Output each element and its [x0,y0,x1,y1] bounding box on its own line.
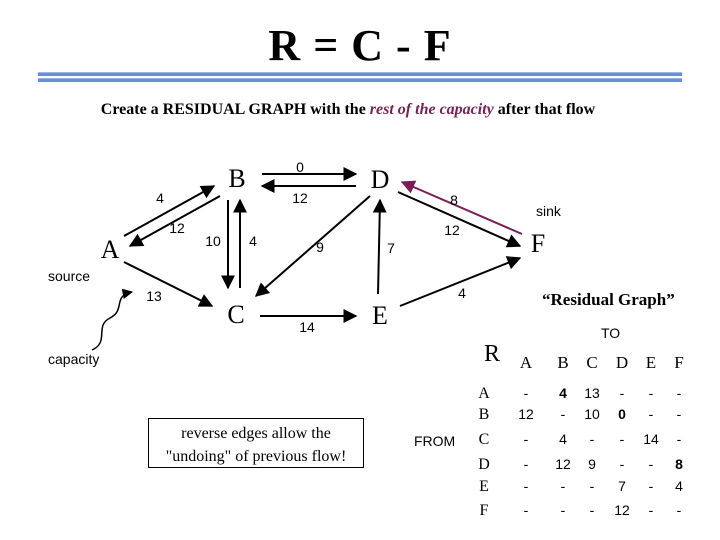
edge-d-c [254,195,371,297]
label-d-e: 7 [387,240,395,256]
capacity-pointer [91,288,134,351]
matrix-col-b: B [557,353,568,372]
label-c-e: 14 [299,319,315,335]
node-c: C [227,300,244,329]
label-a-b-top: 4 [156,190,164,206]
matrix-cell: - [524,456,529,472]
subtitle: Create a RESIDUAL GRAPH with the rest of… [0,101,696,119]
matrix-from-label: FROM [414,433,455,449]
residual-graph-label: “Residual Graph” [542,290,675,309]
title-divider [38,72,682,84]
matrix-cell: - [649,385,654,401]
matrix-cell: - [590,502,595,518]
matrix-cell: - [649,478,654,494]
matrix-row-f: F [480,502,489,519]
subtitle-emphasis: rest of the capacity [369,101,494,118]
edge-e-d [372,198,387,295]
node-b: B [228,164,245,193]
label-b-c-right: 4 [249,233,257,249]
label-a-c: 13 [146,288,162,304]
label-c-d: 9 [316,239,324,255]
matrix-cell: - [677,502,682,518]
matrix-row-b: B [479,406,490,423]
note-line-2: "undoing" of previous flow! [165,448,347,465]
matrix-cell: 12 [614,502,630,518]
node-d: D [371,165,390,194]
matrix-cell: 12 [555,456,571,472]
matrix-row-a: A [478,385,490,402]
matrix-cell: - [561,502,566,518]
matrix-cell: - [524,385,529,401]
label-e-f: 4 [458,285,466,301]
matrix-row-d: D [478,456,490,473]
label-d-f-top: 8 [450,192,458,208]
matrix-cell: - [649,456,654,472]
matrix-cell: 0 [618,406,626,422]
matrix-cell: - [524,431,529,447]
matrix-cell: - [677,431,682,447]
edge-b-a [128,195,221,247]
label-d-f-bottom: 12 [444,222,460,238]
subtitle-prefix: Create a RESIDUAL GRAPH with the [100,101,370,118]
matrix-cells: - 4 13 - - - 12 - 10 0 - - - 4 - - 14 - - 12 9 - - 8 - - - 7 - 4 - - - 12… [518,385,683,518]
edge-e-f [399,256,522,307]
matrix-col-f: F [674,353,683,372]
label-b-d-top: 0 [296,159,304,175]
matrix-cell: 10 [584,406,600,422]
matrix-cell: - [524,478,529,494]
matrix-cell: 12 [518,406,534,422]
matrix-cell: 13 [584,385,600,401]
matrix-cell: - [590,431,595,447]
node-e: E [372,301,388,330]
matrix-col-d: D [616,353,628,372]
matrix-cell: - [677,385,682,401]
node-f: F [531,229,545,258]
label-b-d-bottom: 12 [292,190,308,206]
note-line-1: reverse edges allow the [181,425,331,442]
matrix-cell: 4 [559,385,567,401]
edge-d-f [397,191,522,248]
node-a: A [101,235,120,264]
source-label: source [48,268,90,284]
edge-a-b [123,185,216,237]
label-a-b-bottom: 12 [169,220,185,236]
note-box: reverse edges allow the "undoing" of pre… [148,418,364,468]
subtitle-suffix: after that flow [493,101,596,118]
matrix-cell: 4 [675,478,683,494]
matrix-cell: - [620,456,625,472]
matrix-col-a: A [520,353,533,372]
matrix-row-c: C [479,431,490,448]
matrix-cell: - [590,478,595,494]
matrix-cell: 4 [559,431,567,447]
edge-a-c [123,261,214,307]
matrix-cell: 8 [675,456,683,472]
label-b-c-left: 10 [205,233,221,249]
matrix-to-label: TO [601,325,620,341]
matrix-cell: - [649,406,654,422]
matrix-cell: 9 [588,456,596,472]
matrix-col-e: E [646,353,656,372]
capacity-label: capacity [48,351,99,367]
edge-f-d [400,180,523,235]
matrix-cell: - [620,385,625,401]
matrix-cell: 14 [643,431,659,447]
matrix-row-e: E [479,478,489,495]
matrix-name: R [484,341,500,367]
matrix-cell: - [561,478,566,494]
matrix-cell: - [620,431,625,447]
matrix-cell: - [677,406,682,422]
page-title: R = C - F [268,21,452,70]
matrix-cell: 7 [618,478,626,494]
matrix-cell: - [561,406,566,422]
sink-label: sink [536,203,562,219]
matrix-cell: - [524,502,529,518]
matrix-cell: - [649,502,654,518]
matrix-col-c: C [586,353,597,372]
